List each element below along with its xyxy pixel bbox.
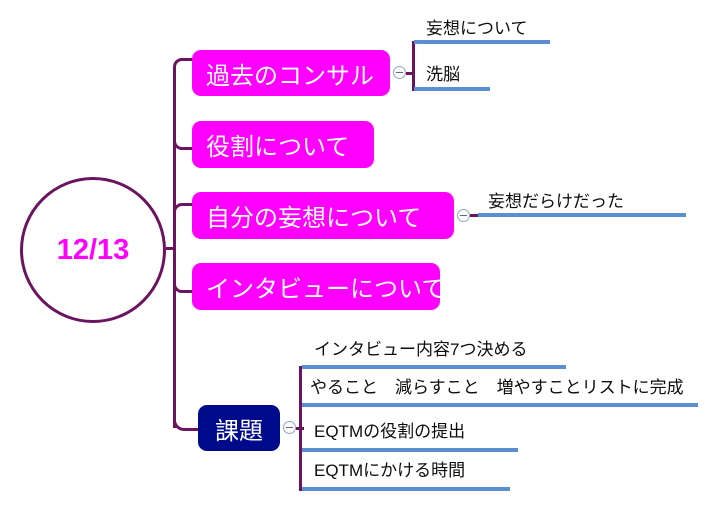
leaf-todo-reduce-increase-list-label: やること 減らすこと 増やすことリストに完成 (310, 378, 684, 397)
leaf-submit-eqtm-role-label: EQTMの役割の提出 (314, 422, 466, 441)
underline-time-spent-on-eqtm (302, 487, 510, 491)
leaf-was-full-of-delusions-label: 妄想だらけだった (488, 192, 624, 211)
connector-elbow-about-role (173, 131, 198, 150)
underline-submit-eqtm-role (302, 448, 518, 452)
connector-elbow-tasks (173, 412, 202, 431)
leaf-about-delusion-label: 妄想について (426, 19, 528, 38)
connector-stub-my-delusions (470, 214, 480, 217)
node-about-role[interactable]: 役割について (192, 121, 374, 168)
underline-brainwashing (414, 87, 490, 91)
node-my-delusions-label: 自分の妄想について (206, 205, 422, 232)
node-tasks[interactable]: 課題 (198, 405, 280, 451)
connector-bracket-tasks (299, 366, 302, 491)
connector-stub-past-consulting (406, 72, 414, 75)
collapse-toggle-past-consulting[interactable] (393, 66, 406, 79)
root-node-label: 12/13 (56, 233, 130, 266)
collapse-toggle-tasks[interactable] (283, 421, 296, 434)
leaf-brainwashing-label: 洗脳 (426, 65, 460, 84)
connector-elbow-about-interview (173, 274, 198, 293)
node-about-interview-label: インタビューについて (206, 276, 446, 303)
connector-elbow-my-delusions (173, 203, 198, 222)
collapse-toggle-my-delusions[interactable] (457, 209, 470, 222)
underline-decide-7-interview-topics (302, 365, 566, 369)
underline-was-full-of-delusions (478, 213, 686, 217)
leaf-todo-reduce-increase-list[interactable]: やること 減らすこと 増やすことリストに完成 (310, 379, 684, 396)
leaf-brainwashing[interactable]: 洗脳 (426, 66, 460, 83)
node-about-interview[interactable]: インタビューについて (192, 263, 445, 310)
node-past-consulting-label: 過去のコンサル (206, 62, 374, 90)
connector-root-to-trunk (166, 247, 176, 250)
node-about-role-label: 役割について (206, 134, 350, 161)
leaf-about-delusion[interactable]: 妄想について (426, 20, 528, 37)
connector-main-trunk (173, 72, 176, 428)
connector-elbow-past-consulting (173, 58, 198, 77)
leaf-was-full-of-delusions[interactable]: 妄想だらけだった (488, 193, 624, 210)
underline-todo-reduce-increase-list (302, 403, 698, 407)
node-my-delusions[interactable]: 自分の妄想について (192, 192, 454, 239)
leaf-submit-eqtm-role[interactable]: EQTMの役割の提出 (314, 423, 465, 440)
underline-about-delusion (414, 40, 550, 44)
connector-bracket-past-consulting (412, 41, 415, 91)
leaf-decide-7-interview-topics-label: インタビュー内容7つ決める (314, 340, 528, 359)
node-tasks-label: 課題 (215, 417, 263, 445)
root-node-12-13[interactable]: 12/13 (20, 177, 166, 323)
node-past-consulting[interactable]: 過去のコンサル (192, 50, 390, 96)
leaf-time-spent-on-eqtm-label: EQTMにかける時間 (314, 461, 466, 480)
leaf-decide-7-interview-topics[interactable]: インタビュー内容7つ決める (314, 341, 527, 358)
leaf-time-spent-on-eqtm[interactable]: EQTMにかける時間 (314, 462, 465, 479)
